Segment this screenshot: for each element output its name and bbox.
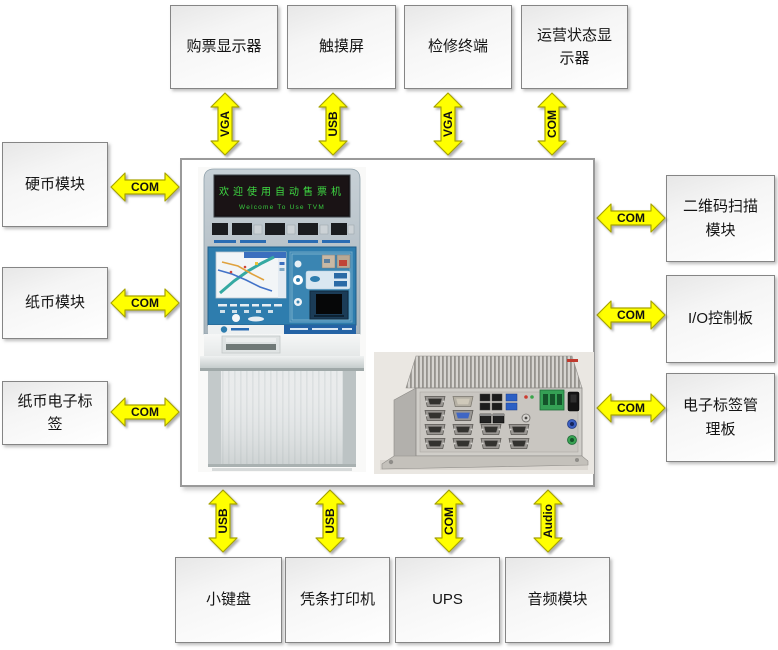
module-label: 纸币电子标签 bbox=[17, 392, 93, 433]
status-led bbox=[524, 395, 528, 399]
payment-subpanel bbox=[289, 251, 353, 323]
double-arrow-icon bbox=[433, 92, 463, 156]
connector-keypad: USB bbox=[208, 489, 238, 553]
double-arrow-icon bbox=[596, 203, 666, 233]
connector-receipt-printer: USB bbox=[315, 489, 345, 553]
double-arrow-icon bbox=[208, 489, 238, 553]
module-audio: 音频模块 bbox=[505, 557, 610, 643]
double-arrow-icon bbox=[110, 288, 180, 318]
module-label: UPS bbox=[432, 591, 463, 609]
module-receipt-printer: 凭条打印机 bbox=[285, 557, 390, 643]
module-label: 硬币模块 bbox=[24, 175, 85, 193]
button-strip bbox=[212, 223, 355, 235]
double-arrow-icon bbox=[533, 489, 563, 553]
module-coin: 硬币模块 bbox=[2, 142, 108, 227]
led-text-line2: Welcome To Use TVM bbox=[239, 204, 325, 211]
connector-operation-status-display: COM bbox=[537, 92, 567, 156]
connector-touchscreen: USB bbox=[318, 92, 348, 156]
label-sticker bbox=[567, 359, 578, 362]
receipt-tray bbox=[221, 335, 281, 354]
power-terminal bbox=[539, 389, 565, 411]
usb-ports bbox=[479, 393, 518, 411]
module-touchscreen: 触摸屏 bbox=[287, 5, 396, 89]
panel-icon bbox=[294, 260, 302, 268]
module-label: 纸币模块 bbox=[24, 294, 85, 312]
vga-port bbox=[452, 396, 474, 421]
connector-audio: Audio bbox=[533, 489, 563, 553]
module-banknote: 纸币模块 bbox=[2, 267, 108, 339]
heatsink bbox=[405, 355, 583, 389]
mounting-flange bbox=[381, 455, 589, 470]
footer-bar bbox=[208, 325, 356, 334]
module-label: 二维码扫描模块 bbox=[682, 198, 758, 239]
module-io-board: I/O控制板 bbox=[666, 275, 775, 363]
status-led bbox=[530, 395, 534, 399]
module-label: 凭条打印机 bbox=[299, 591, 375, 609]
module-label: 购票显示器 bbox=[186, 38, 262, 56]
double-arrow-icon bbox=[537, 92, 567, 156]
module-label: 触摸屏 bbox=[318, 38, 364, 56]
tvm-image: 欢迎使用自动售票机 Welcome To Use TVM bbox=[198, 167, 366, 472]
connector-etag-manager: COM bbox=[596, 393, 666, 423]
module-label: 音频模块 bbox=[527, 591, 588, 609]
connector-banknote: COM bbox=[110, 288, 180, 318]
connector-ups: COM bbox=[434, 489, 464, 553]
tvm-kiosk-illustration: 欢迎使用自动售票机 Welcome To Use TVM bbox=[198, 167, 366, 472]
module-ticket-display: 购票显示器 bbox=[170, 5, 278, 89]
double-arrow-icon bbox=[318, 92, 348, 156]
icon-strip bbox=[218, 304, 282, 322]
double-arrow-icon bbox=[596, 300, 666, 330]
connector-ticket-display: VGA bbox=[210, 92, 240, 156]
module-label: 运营状态显示器 bbox=[536, 26, 612, 67]
module-keypad: 小键盘 bbox=[175, 557, 282, 643]
double-arrow-icon bbox=[434, 489, 464, 553]
led-display: 欢迎使用自动售票机 Welcome To Use TVM bbox=[213, 174, 351, 218]
connector-banknote-etag: COM bbox=[110, 397, 180, 427]
chassis-side bbox=[393, 387, 417, 465]
module-label: 电子标签管理板 bbox=[682, 397, 758, 438]
connector-maintenance-terminal: VGA bbox=[433, 92, 463, 156]
metro-map-screen bbox=[215, 251, 287, 299]
connector-qr-scanner: COM bbox=[596, 203, 666, 233]
caption-text-marks bbox=[214, 240, 350, 243]
industrial-pc-illustration bbox=[374, 352, 594, 474]
module-etag-manager: 电子标签管理板 bbox=[666, 373, 775, 462]
led-text-line1: 欢迎使用自动售票机 bbox=[219, 185, 345, 198]
double-arrow-icon bbox=[210, 92, 240, 156]
module-ups: UPS bbox=[395, 557, 500, 643]
industrial-pc-image bbox=[374, 352, 594, 474]
lower-cabinet bbox=[208, 371, 356, 471]
ledge bbox=[200, 356, 364, 368]
module-label: 小键盘 bbox=[205, 591, 251, 609]
ethernet-ports bbox=[479, 413, 505, 424]
ledge-shadow bbox=[200, 368, 364, 371]
module-label: I/O控制板 bbox=[687, 310, 753, 328]
host-machine-box: 欢迎使用自动售票机 Welcome To Use TVM bbox=[180, 158, 595, 487]
module-label: 检修终端 bbox=[427, 38, 488, 56]
double-arrow-icon bbox=[315, 489, 345, 553]
module-maintenance-terminal: 检修终端 bbox=[404, 5, 512, 89]
connector-io-board: COM bbox=[596, 300, 666, 330]
connector-coin: COM bbox=[110, 172, 180, 202]
double-arrow-icon bbox=[110, 397, 180, 427]
double-arrow-icon bbox=[110, 172, 180, 202]
double-arrow-icon bbox=[596, 393, 666, 423]
screw-hole bbox=[388, 459, 394, 465]
screw-hole bbox=[575, 458, 579, 462]
module-banknote-etag: 纸币电子标签 bbox=[2, 381, 108, 445]
module-qr-scanner: 二维码扫描模块 bbox=[666, 175, 775, 262]
module-operation-status-display: 运营状态显示器 bbox=[521, 5, 628, 89]
